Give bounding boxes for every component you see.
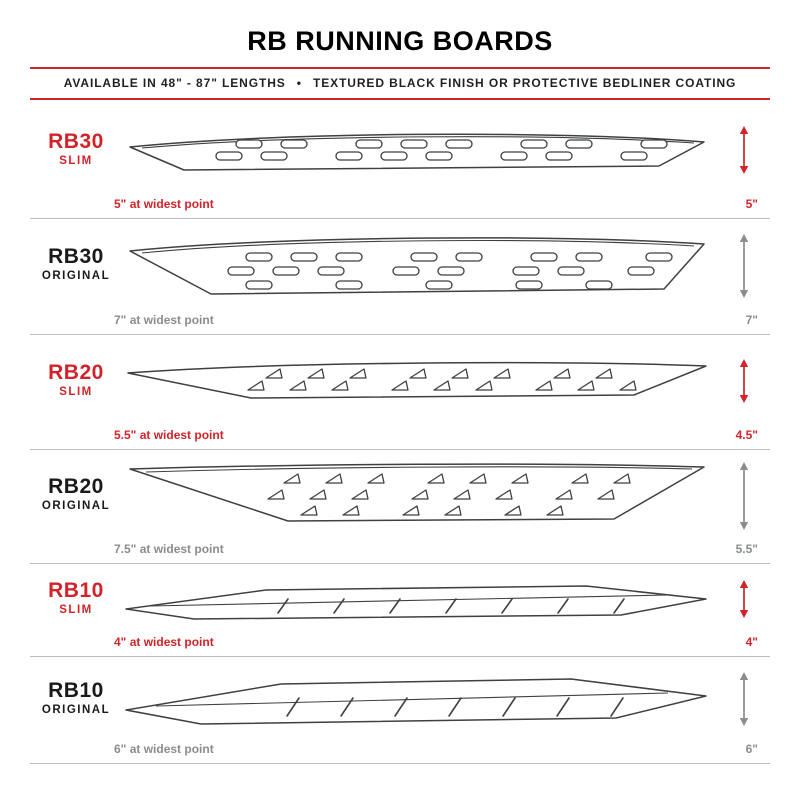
model-label: RB10 ORIGINAL xyxy=(30,657,122,737)
board-section: RB10 ORIGINAL 6" at widest point 6" xyxy=(30,657,770,764)
board-drawing xyxy=(116,456,716,537)
board-drawing xyxy=(116,570,716,630)
board-drawing xyxy=(116,663,716,737)
height-arrow-icon xyxy=(739,461,749,530)
model-label: RB20 ORIGINAL xyxy=(30,450,122,537)
board-illustration xyxy=(129,236,705,295)
model-label: RB20 SLIM xyxy=(30,335,122,423)
height-arrow-icon xyxy=(739,359,749,403)
board-illustration xyxy=(129,133,705,171)
model-variant: SLIM xyxy=(59,154,93,167)
board-section: RB20 ORIGINAL 7.5" at widest point 5.5" xyxy=(30,450,770,564)
board-section: RB20 SLIM 5.5" at widest point 4.5" xyxy=(30,335,770,450)
height-arrow-icon xyxy=(739,672,749,726)
model-label: RB30 ORIGINAL xyxy=(30,219,122,308)
height-label: 6" xyxy=(745,742,758,756)
board-sections-list: RB30 SLIM 5" at widest point 5" RB30 ORI… xyxy=(30,104,770,764)
height-measure xyxy=(734,223,754,308)
model-variant: SLIM xyxy=(59,603,93,616)
model-name: RB10 xyxy=(48,578,104,602)
board-drawing xyxy=(116,110,716,192)
model-label: RB30 SLIM xyxy=(30,104,122,192)
board-drawing xyxy=(116,341,716,423)
height-label: 7" xyxy=(745,313,758,327)
model-label: RB10 SLIM xyxy=(30,564,122,630)
model-variant: ORIGINAL xyxy=(41,270,111,282)
height-measure xyxy=(734,108,754,192)
model-variant: SLIM xyxy=(59,385,93,398)
height-arrow-icon xyxy=(739,233,749,298)
width-label: 5" at widest point xyxy=(114,197,214,211)
page-title: RB RUNNING BOARDS xyxy=(247,26,553,56)
width-label: 4" at widest point xyxy=(114,635,214,649)
width-label: 6" at widest point xyxy=(114,742,214,756)
board-illustration xyxy=(125,585,707,620)
height-label: 4" xyxy=(745,635,758,649)
board-illustration xyxy=(129,462,705,522)
board-illustration xyxy=(127,361,707,399)
model-name: RB10 xyxy=(48,678,104,702)
height-label: 5" xyxy=(745,197,758,211)
model-variant: ORIGINAL xyxy=(41,500,111,512)
height-measure xyxy=(734,454,754,537)
model-name: RB30 xyxy=(48,245,104,268)
model-name: RB20 xyxy=(48,360,104,384)
board-drawing xyxy=(116,225,716,308)
page-header: RB RUNNING BOARDS AVAILABLE IN 48" - 87"… xyxy=(0,0,800,100)
board-section: RB30 SLIM 5" at widest point 5" xyxy=(30,104,770,219)
subtitle-banner: AVAILABLE IN 48" - 87" LENGTHS • TEXTURE… xyxy=(30,67,770,100)
width-label: 5.5" at widest point xyxy=(114,428,224,442)
board-section: RB30 ORIGINAL 7" at widest point 7" xyxy=(30,219,770,335)
model-name: RB20 xyxy=(48,475,104,498)
height-arrow-icon xyxy=(739,126,749,174)
height-measure xyxy=(734,339,754,423)
width-label: 7" at widest point xyxy=(114,313,214,327)
height-measure xyxy=(734,661,754,737)
height-arrow-icon xyxy=(739,580,749,618)
board-section: RB10 SLIM 4" at widest point 4" xyxy=(30,564,770,657)
model-name: RB30 xyxy=(48,129,104,153)
model-variant: ORIGINAL xyxy=(41,703,111,716)
height-measure xyxy=(734,568,754,630)
height-label: 5.5" xyxy=(735,542,758,556)
height-label: 4.5" xyxy=(735,428,758,442)
width-label: 7.5" at widest point xyxy=(114,542,224,556)
board-illustration xyxy=(125,678,707,725)
